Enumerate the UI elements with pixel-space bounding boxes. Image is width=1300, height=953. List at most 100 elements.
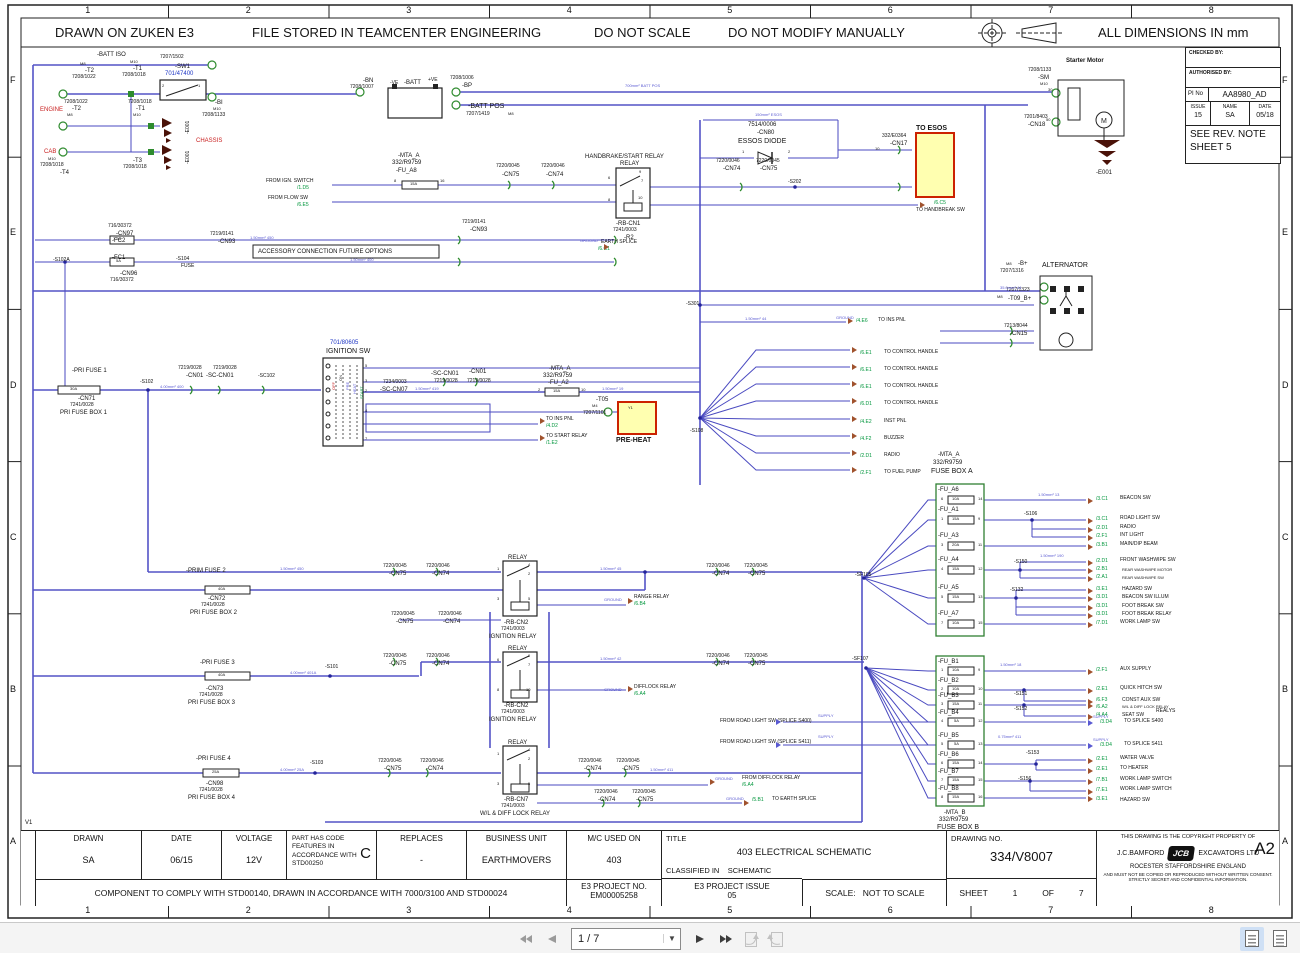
schematic-label: /4.F2: [860, 436, 872, 442]
schematic-label: 7220/0046: [438, 611, 462, 617]
schematic-label: TO SPLICE S411: [1124, 741, 1163, 747]
schematic-label: 7208/1022: [64, 99, 88, 105]
schematic-label: 8: [497, 687, 500, 692]
schematic-label: /3.E1: [1096, 586, 1108, 592]
schematic-label: PRI FUSE BOX 2: [190, 610, 238, 616]
schematic-label: 7241/0003: [501, 803, 525, 809]
cross-ref-arrow-icon: [852, 416, 857, 422]
schematic-label: /7.D1: [1096, 620, 1108, 626]
schematic-label: -S102A: [53, 257, 70, 263]
next-page-button[interactable]: [689, 928, 711, 950]
schematic-label: -MTA_A: [938, 452, 960, 458]
schematic-label: ENGINE: [40, 107, 64, 113]
cross-ref-arrow-icon: [1088, 622, 1093, 628]
schematic-label: -S132: [1010, 587, 1024, 593]
schematic-label: ESSOS DIODE: [738, 138, 787, 145]
schematic-label: -CN72: [208, 596, 226, 602]
e3-issue-label: E3 PROJECT ISSUE: [694, 882, 770, 891]
schematic-label: CONST AUX SW: [1122, 697, 1161, 703]
first-page-button[interactable]: [515, 928, 537, 950]
schematic-label: 7208/1022: [72, 74, 96, 80]
schematic-label: 35.0mm² 44: [1000, 285, 1022, 290]
date-label: DATE: [171, 834, 192, 843]
schematic-label: -CN75: [748, 661, 766, 667]
schematic-label: -CN74: [723, 166, 741, 172]
scale-value: NOT TO SCALE: [862, 888, 925, 898]
schematic-label: 716/30372: [110, 277, 134, 283]
schematic-label: -PRI FUSE 3: [200, 660, 235, 666]
frame-column-3: 3: [406, 5, 412, 15]
cross-ref-arrow-icon: [852, 364, 857, 370]
schematic-label: 7207/1323: [1006, 287, 1030, 293]
schematic-label: 15: [978, 777, 983, 782]
schematic-label: -SW1: [175, 64, 190, 70]
schematic-label: -CN75: [396, 619, 414, 625]
schematic-label: 7241/0003: [613, 227, 637, 233]
schematic-label: OFF: [331, 382, 336, 390]
cross-ref-arrow-icon: [848, 318, 853, 324]
schematic-label: -FC1: [112, 255, 126, 261]
cross-ref-arrow-icon: [1088, 568, 1093, 574]
schematic-label: -CN75: [389, 661, 407, 667]
last-page-button[interactable]: [715, 928, 737, 950]
schematic-label: 4: [941, 566, 944, 571]
schematic-label: 15A: [952, 794, 960, 799]
schematic-label: /2.A1: [1096, 574, 1108, 580]
schematic-label: 3: [941, 701, 944, 706]
schematic-label: -T05: [596, 397, 609, 403]
previous-page-button[interactable]: [541, 928, 563, 950]
schematic-label: -T2: [72, 106, 81, 112]
schematic-label: /3.E1: [1096, 796, 1108, 802]
cross-ref-arrow-icon: [1088, 796, 1093, 802]
schematic-label: 7220/0046: [716, 158, 740, 164]
schematic-label: 1: [497, 566, 500, 571]
schematic-label: 3: [497, 596, 500, 601]
schematic-label: -SC-CN07: [380, 387, 408, 393]
next-view-button[interactable]: [766, 930, 784, 948]
previous-view-button[interactable]: [742, 930, 760, 948]
schematic-label: 7: [941, 777, 944, 782]
schematic-label: 14: [978, 760, 983, 765]
schematic-label: HAZARD SW: [1120, 797, 1150, 803]
schematic-label: 7220/0046: [541, 163, 565, 169]
frame-column-4: 4: [566, 5, 572, 15]
frame-row-D: D: [1282, 379, 1289, 390]
continuous-view-button[interactable]: [1268, 927, 1292, 951]
schematic-label: 10: [875, 146, 880, 151]
schematic-label: 10A: [952, 686, 960, 691]
schematic-label: EARTH SPLICE: [601, 239, 638, 245]
schematic-label: TO EARTH SPLICE: [772, 796, 817, 802]
cross-ref-arrow-icon: [776, 742, 781, 748]
schematic-label: -FU_A3: [938, 533, 959, 539]
schematic-label: Y1: [628, 405, 633, 410]
authorised-by-label: AUTHORISED BY:: [1186, 68, 1280, 88]
cross-ref-arrow-icon: [1088, 669, 1093, 675]
schematic-label: 1.50mm² 42: [600, 656, 622, 661]
schematic-label: 13: [978, 741, 983, 746]
cross-ref-arrow-icon: [628, 686, 633, 692]
schematic-label: 1.50mm² 450: [280, 566, 304, 571]
schematic-label: -CN97: [116, 231, 134, 237]
schematic-label: AUX SUPPLY: [1120, 666, 1152, 672]
page-number-combo[interactable]: 1 / 7 ▼: [571, 927, 681, 950]
schematic-label: /3.B1: [1096, 542, 1108, 548]
schematic-label: REAR WASHWIPE MOTOR: [1122, 567, 1173, 572]
rev-note-line1: SEE REV. NOTE: [1190, 129, 1266, 140]
schematic-label: ROAD LIGHT SW: [1120, 515, 1160, 521]
schematic-label: -CN17: [890, 141, 908, 147]
schematic-label: M10: [133, 112, 141, 117]
pi-no-label: PI No: [1186, 88, 1209, 101]
single-page-view-button[interactable]: [1240, 926, 1264, 951]
schematic-label: RADIO: [884, 452, 900, 458]
schematic-label: 2: [788, 149, 791, 154]
schematic-label: 15A: [553, 388, 561, 393]
cross-ref-arrow-icon: [710, 779, 715, 785]
schematic-label: 700mm² BATT POS: [625, 83, 661, 88]
schematic-label: 7220/0045: [378, 758, 402, 764]
schematic-label: QUICK HITCH SW: [1120, 685, 1162, 691]
schematic-label: 7241/0028: [199, 787, 223, 793]
schematic-label: 4.00mm² 401A: [290, 670, 317, 675]
schematic-label: /3.D1: [1096, 611, 1108, 617]
schematic-label: -CN74: [584, 766, 602, 772]
company-address: ROCESTER STAFFORDSHIRE ENGLAND: [1130, 864, 1246, 870]
